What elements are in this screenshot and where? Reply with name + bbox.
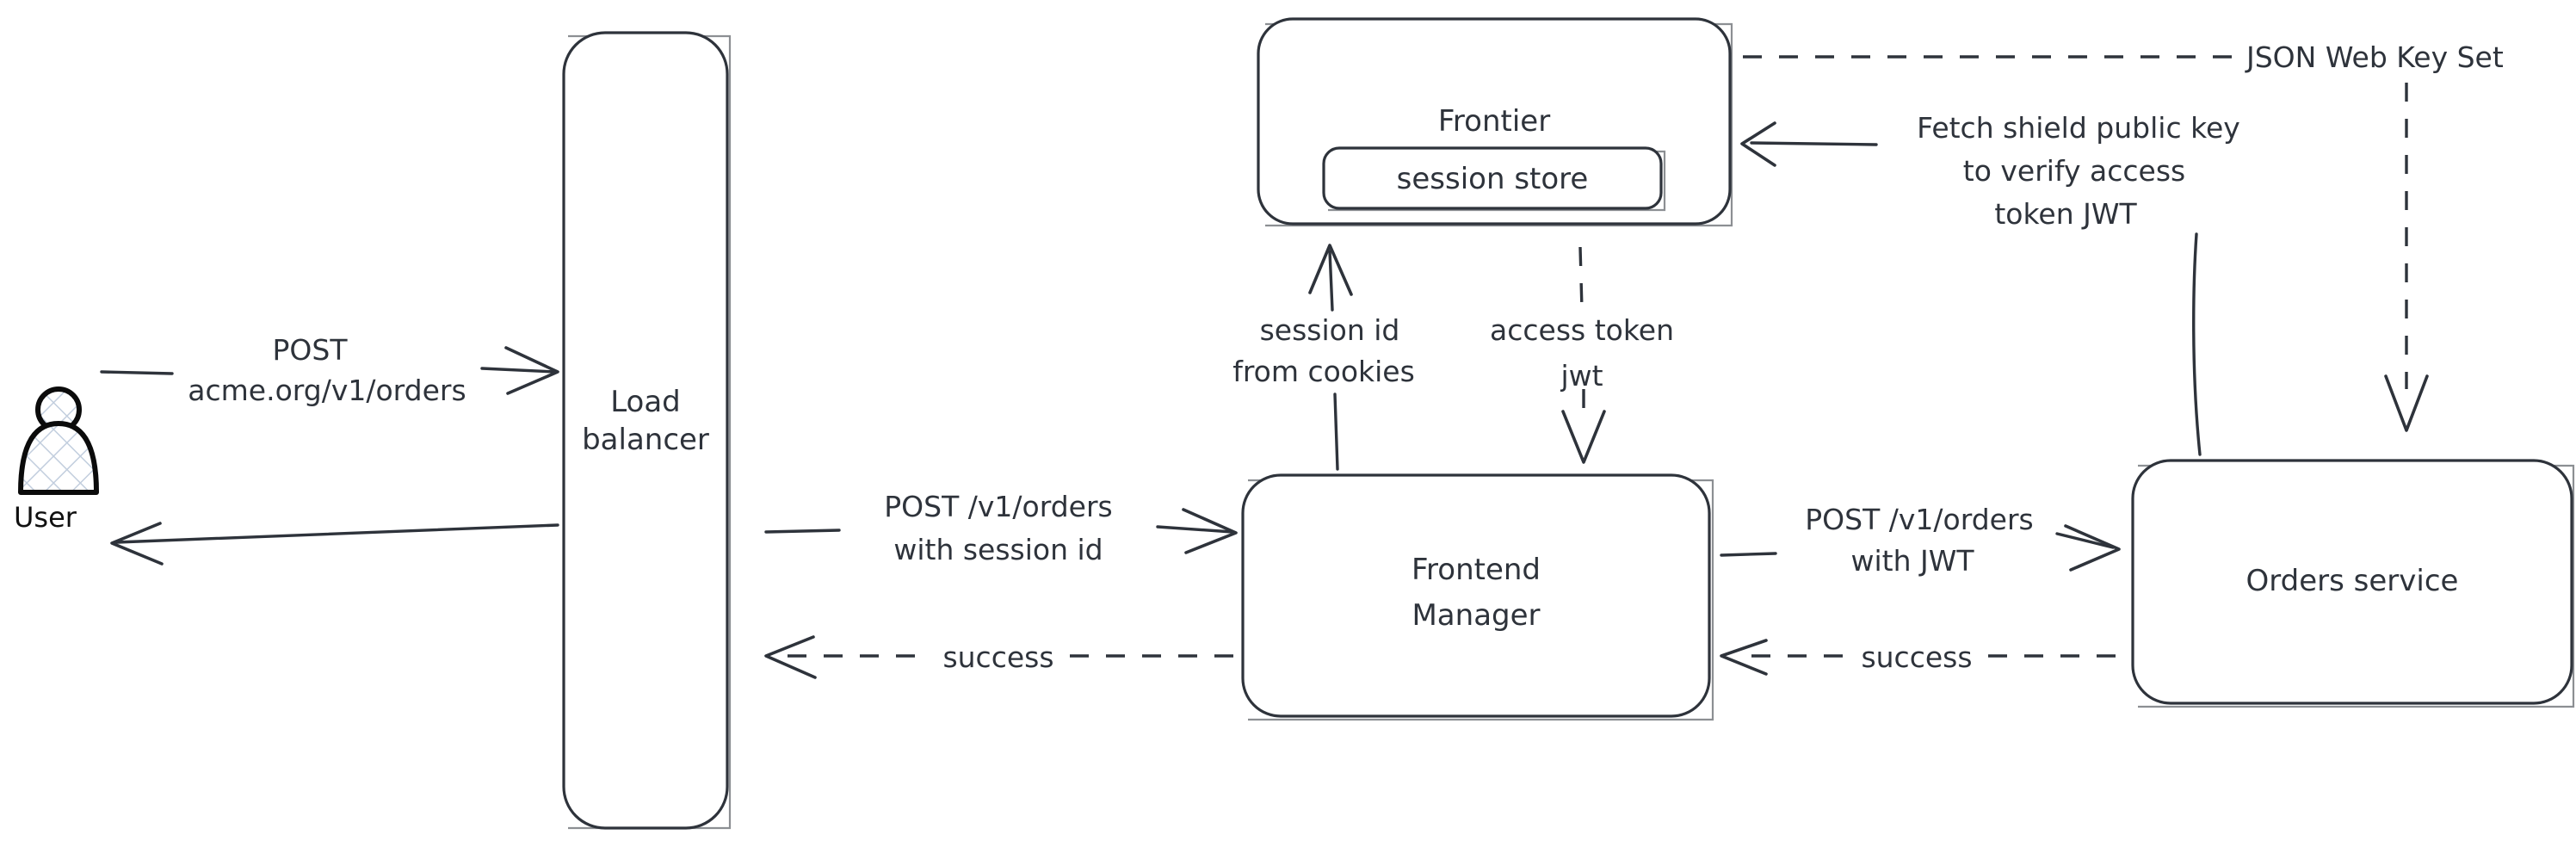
edge-lb-to-user-arrowhead [110,522,164,566]
node-session-store[interactable]: session store [1322,146,1666,212]
edge-fm-to-orders-line-left [1720,552,1777,557]
edge-fm-to-frontier: session id from cookies [1232,244,1415,471]
edge-fm-to-frontier-line-upper [1328,250,1334,312]
node-orders-service[interactable]: Orders service [2131,459,2575,708]
edge-orders-to-frontier-curve [2192,232,2202,456]
edge-orders-to-frontier-arrowhead [1740,121,1776,167]
edge-fm-to-lb-success: success [764,635,1239,679]
load-balancer-label-line1: Load [610,385,681,419]
edge-fm-to-frontier-label-line2: from cookies [1232,355,1415,388]
edge-lb-to-fm-arrowhead [1182,508,1238,554]
edge-lb-to-fm-label-line1: POST /v1/orders [884,490,1112,523]
edge-frontier-to-fm-label-line1: access token [1490,313,1674,347]
edge-jwks-label: JSON Web Key Set [2245,40,2504,74]
node-load-balancer[interactable]: Load balancer [562,31,732,830]
edge-user-to-lb-arrowhead [504,346,559,395]
edge-user-to-lb-label-line2: acme.org/v1/orders [188,374,466,407]
edge-lb-to-user-line [115,523,559,544]
edge-orders-to-frontier-horizontal [1750,141,1878,146]
actor-user: User [14,386,99,534]
edge-orders-to-frontier-label-line2: to verify access [1963,154,2185,188]
frontier-label: Frontier [1438,104,1550,139]
edge-fm-to-orders-label-line2: with JWT [1850,544,1974,578]
edge-orders-to-fm-label: success [1861,640,1972,674]
edge-frontier-to-fm-dash-upper [1578,246,1584,311]
edge-fm-to-frontier-line-lower [1333,393,1339,471]
edge-lb-to-frontend-manager: POST /v1/orders with session id [764,490,1238,566]
edge-orders-to-frontier-fetch: Fetch shield public key to verify access… [1740,111,2240,456]
orders-service-box[interactable] [2131,459,2573,705]
edge-lb-to-fm-line-right [1156,525,1234,534]
edge-fm-to-lb-label: success [942,640,1053,674]
frontend-manager-box[interactable] [1241,473,1711,718]
edge-fm-to-orders-arrowhead [2064,524,2121,572]
edge-orders-to-fm-success: success [1720,639,2126,676]
edge-user-to-load-balancer: POST acme.org/v1/orders [100,333,559,407]
edge-orders-to-fm-arrowhead [1720,639,1768,676]
frontend-manager-label-line2: Manager [1412,598,1540,633]
edge-fm-to-orders: POST /v1/orders with JWT [1720,503,2121,578]
edge-frontier-to-fm: access token jwt [1490,246,1674,464]
node-frontier[interactable]: Frontier session store [1257,17,1733,227]
session-store-label: session store [1397,162,1589,196]
load-balancer-box[interactable] [562,31,729,830]
load-balancer-label-line2: balancer [582,423,709,457]
edge-lb-to-fm-label-line2: with session id [893,533,1103,566]
edge-fm-to-orders-line-right [2055,532,2115,549]
edge-jwks-to-orders: JSON Web Key Set [1743,40,2504,432]
edge-frontier-to-fm-label-line2: jwt [1560,359,1603,393]
edge-jwks-arrowhead [2384,374,2429,432]
edge-orders-to-frontier-label-line3: token JWT [1994,197,2137,231]
edge-fm-to-orders-label-line1: POST /v1/orders [1805,503,2033,536]
edge-user-to-lb-line-right [480,367,557,374]
actor-user-label: User [14,501,77,534]
edge-user-to-lb-label-line1: POST [273,333,349,367]
edge-fm-to-lb-arrowhead [764,635,817,679]
frontend-manager-label-line1: Frontend [1412,553,1541,587]
edge-frontier-to-fm-arrowhead [1561,410,1606,464]
edge-fm-to-frontier-arrowhead [1308,244,1353,296]
edge-orders-to-frontier-label-line1: Fetch shield public key [1917,111,2240,145]
node-frontend-manager[interactable]: Frontend Manager [1241,473,1714,721]
edge-lb-to-fm-line-left [764,529,841,534]
orders-service-label: Orders service [2246,564,2459,598]
person-icon-body [18,421,99,495]
edge-user-to-lb-line [100,370,174,375]
session-store-box[interactable] [1322,146,1663,210]
edge-load-balancer-to-user [110,522,559,566]
edge-fm-to-frontier-label-line1: session id [1260,313,1400,347]
